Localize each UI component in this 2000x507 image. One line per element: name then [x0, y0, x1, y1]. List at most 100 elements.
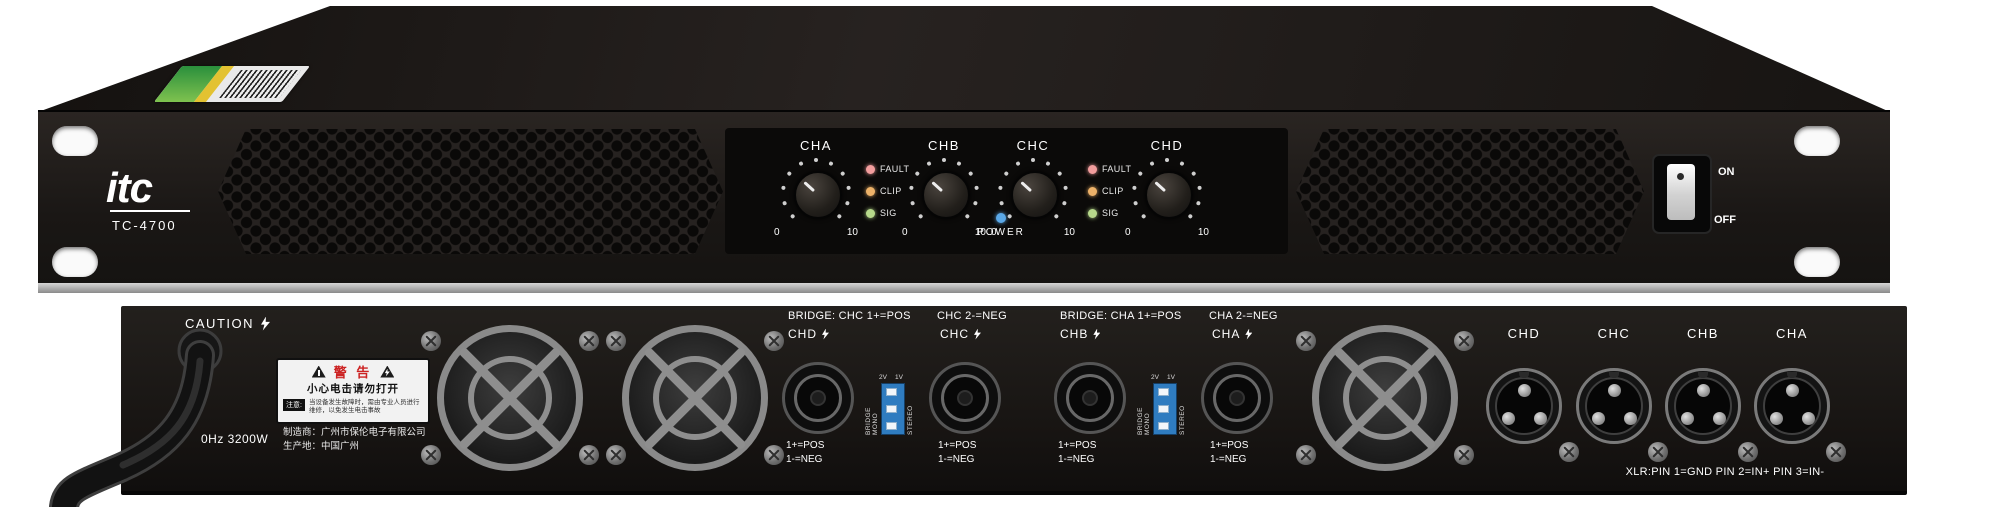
dip-1v-label: 1V — [1166, 374, 1175, 381]
sig-led — [866, 208, 875, 218]
dip-lever[interactable] — [1158, 405, 1169, 413]
speakon-connector-cha — [1201, 362, 1273, 434]
knob-scale-dot — [910, 200, 916, 206]
speakon-connector-chd — [782, 362, 854, 434]
knob-scale-dot — [1149, 160, 1155, 167]
xlr-label-chd: CHD — [1507, 326, 1541, 341]
knob-scale-dot — [1190, 170, 1197, 177]
rack-ear-hole — [52, 126, 98, 156]
knob-scale-dot — [1031, 158, 1035, 162]
bridge-label: CHC 2-=NEG — [937, 310, 1007, 322]
speaker-output-group-dc: BRIDGE: CHC 1+=POS CHC 2-=NEG CHD CHC 2V… — [781, 308, 1111, 478]
scale-min: 0 — [991, 227, 997, 238]
warning-subtitle: 小心电击请勿打开 — [307, 383, 399, 395]
xlr-input-chb — [1665, 368, 1741, 444]
xlr-pin — [1624, 412, 1637, 425]
rack-ear-hole — [52, 247, 98, 277]
lightning-icon — [1093, 328, 1101, 340]
xlr-pin — [1534, 412, 1547, 425]
led-cluster-cd: FAULT CLIP SIG — [1088, 164, 1131, 218]
dip-1v-label: 1V — [894, 374, 903, 381]
xlr-pin — [1502, 412, 1515, 425]
gain-knob-chd[interactable] — [1145, 171, 1193, 219]
dip-switch[interactable] — [1153, 383, 1177, 435]
xlr-pin — [1770, 412, 1783, 425]
connector-label-chb: CHB — [1060, 327, 1101, 341]
xlr-pin — [1608, 384, 1621, 397]
knob-scale-numbers: 0 10 — [1125, 227, 1209, 238]
knob-scale-numbers: 0 10 — [902, 227, 986, 238]
origin-line: 生产地：中国广州 — [283, 440, 360, 452]
speakon-connector-chc — [929, 362, 1001, 434]
dip-bridge-mono-label: BRIDGE MONO — [865, 407, 879, 435]
channel-label: CHD — [1150, 138, 1184, 153]
screw — [579, 331, 599, 351]
knob-scale-numbers: 0 10 — [774, 227, 858, 238]
switch-on-label: ON — [1718, 166, 1735, 178]
knob-scale-dot — [782, 200, 788, 206]
dip-lever[interactable] — [886, 405, 897, 413]
dip-lever[interactable] — [886, 422, 897, 430]
gain-knob-chb[interactable] — [922, 171, 970, 219]
knob-scale-dot — [1165, 158, 1169, 162]
knob-scale — [778, 155, 854, 231]
connector-label-chd: CHD — [788, 327, 829, 341]
knob-scale-dot — [998, 185, 1003, 191]
switch-off-label: OFF — [1714, 214, 1736, 226]
screw — [606, 445, 626, 465]
connector-name: CHD — [788, 327, 817, 341]
xlr-pin — [1592, 412, 1605, 425]
right-vent-grille — [1296, 129, 1644, 254]
speakon-connector-chb — [1054, 362, 1126, 434]
dip-lever[interactable] — [1158, 388, 1169, 396]
neg-label: 1-=NEG — [1210, 453, 1247, 465]
gain-knob-chc[interactable] — [1011, 171, 1059, 219]
knob-scale-dot — [781, 185, 786, 191]
clip-led-row: CLIP — [866, 186, 909, 196]
dip-lever[interactable] — [886, 388, 897, 396]
front-bottom-trim — [38, 283, 1890, 293]
scale-max: 10 — [1197, 227, 1209, 238]
front-top-surface — [38, 6, 1890, 112]
screw — [1738, 442, 1758, 462]
knob-scale-dot — [814, 158, 818, 162]
fault-led — [1088, 164, 1097, 174]
connector-label-cha: CHA — [1212, 327, 1253, 341]
warning-header: 警 告 — [283, 363, 423, 380]
knob-scale-dot — [846, 185, 851, 191]
bridge-label: CHA 2-=NEG — [1209, 310, 1278, 322]
warning-title: 警 告 — [333, 365, 373, 380]
knob-scale-dot — [974, 185, 979, 191]
fault-led-row: FAULT — [1088, 164, 1131, 174]
gain-knob-cha[interactable] — [794, 171, 842, 219]
knob-scale-dot — [914, 170, 921, 177]
polarity-label-cha: 1+=POS 1-=NEG — [1210, 439, 1248, 466]
left-vent-grille — [218, 129, 723, 254]
screw — [1559, 442, 1579, 462]
bridge-label: BRIDGE: CHA 1+=POS — [1060, 310, 1182, 322]
power-switch-rocker[interactable] — [1667, 164, 1695, 220]
dip-lever[interactable] — [1158, 422, 1169, 430]
sig-label: SIG — [880, 208, 897, 218]
power-switch[interactable] — [1652, 154, 1712, 234]
knob-scale-dot — [1140, 213, 1147, 220]
screw — [1296, 445, 1316, 465]
dip-2v-label: 2V — [1151, 374, 1159, 381]
scale-max: 10 — [846, 227, 858, 238]
fault-led-row: FAULT — [866, 164, 909, 174]
xlr-label-chb: CHB — [1687, 326, 1719, 341]
knob-scale-dot — [999, 200, 1005, 206]
warning-note-row: 注意: 当设备发生故障时，需由专业人员进行维修，以免发生电击事故 — [283, 399, 423, 416]
knob-scale-dot — [836, 213, 843, 220]
knob-scale-dot — [956, 160, 962, 167]
power-label: POWER — [977, 227, 1025, 238]
neg-label: 1-=NEG — [786, 453, 823, 465]
xlr-label-chc: CHC — [1597, 326, 1631, 341]
xlr-pin — [1697, 384, 1710, 397]
speaker-output-group-ba: BRIDGE: CHA 1+=POS CHA 2-=NEG CHB CHA 2V… — [1053, 308, 1383, 478]
knob-scale-dot — [1053, 213, 1060, 220]
dip-switch[interactable] — [881, 383, 905, 435]
fault-label: FAULT — [1102, 164, 1132, 174]
knob-scale-dot — [828, 160, 834, 167]
